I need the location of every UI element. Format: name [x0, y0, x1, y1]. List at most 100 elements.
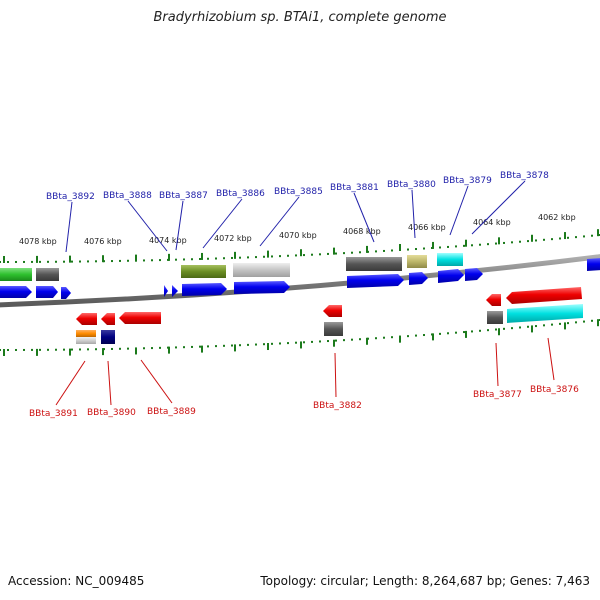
ruler-forward-strand: [0, 229, 600, 263]
ruler-dot: [311, 340, 313, 343]
ruler-dot: [295, 341, 297, 344]
ruler-dot: [151, 347, 153, 350]
ruler-dot: [95, 260, 97, 263]
gene-arrow-forward[interactable]: [465, 268, 483, 281]
ruler-dot: [119, 259, 121, 262]
ruler-dot: [119, 347, 121, 350]
ruler-tick: [201, 252, 203, 260]
gene-arrow-forward[interactable]: [409, 272, 428, 285]
ruler-dot: [63, 260, 65, 263]
gene-label-forward[interactable]: BBta_3879: [443, 176, 492, 186]
ruler-tick: [300, 249, 302, 257]
gene-label-forward[interactable]: BBta_3892: [46, 192, 95, 202]
gene-arrow-forward[interactable]: [587, 258, 600, 271]
ruler-dot: [263, 255, 265, 258]
ruler-dot: [415, 334, 417, 337]
gene-label-forward[interactable]: BBta_3878: [500, 171, 549, 181]
gene-arrow-forward[interactable]: [234, 281, 290, 294]
ruler-dot: [39, 260, 41, 263]
gene-arrow-forward[interactable]: [0, 286, 32, 298]
feature-block[interactable]: [0, 268, 32, 281]
gene-arrow-forward[interactable]: [36, 286, 58, 298]
gene-label-forward[interactable]: BBta_3887: [159, 191, 208, 201]
ruler-tick: [465, 330, 467, 338]
ruler-tick: [135, 254, 137, 262]
leader-line: [411, 189, 416, 239]
gene-label-reverse[interactable]: BBta_3882: [313, 401, 362, 411]
ruler-dot: [111, 260, 113, 263]
feature-block[interactable]: [346, 257, 402, 271]
ruler-dot: [215, 345, 217, 348]
feature-block[interactable]: [407, 255, 427, 268]
ruler-tick: [498, 328, 500, 336]
accession-text: Accession: NC_009485: [8, 574, 145, 588]
ruler-tick: [36, 255, 38, 263]
ruler-dot: [63, 348, 65, 351]
ruler-dot: [239, 344, 241, 347]
gene-arrow-forward[interactable]: [61, 287, 71, 299]
ruler-tick: [234, 251, 236, 259]
ruler-dot: [487, 329, 489, 332]
ruler-dot: [7, 348, 9, 351]
feature-block[interactable]: [437, 253, 463, 266]
gene-arrow-forward[interactable]: [347, 274, 404, 288]
feature-block[interactable]: [36, 268, 59, 281]
leader-line: [259, 196, 300, 247]
ruler-dot: [239, 256, 241, 259]
gene-arrow-reverse[interactable]: [101, 313, 115, 325]
gene-label-reverse[interactable]: BBta_3877: [473, 390, 522, 400]
ruler-dot: [359, 338, 361, 341]
ruler-tick: [597, 229, 599, 237]
gene-label-forward[interactable]: BBta_3881: [330, 183, 379, 193]
ruler-dot: [303, 254, 305, 257]
ruler-dot: [479, 243, 481, 246]
ruler-dot: [463, 244, 465, 247]
ruler-dot: [255, 256, 257, 259]
ruler-dot: [439, 246, 441, 249]
ruler-tick: [36, 348, 38, 356]
gene-arrow-reverse[interactable]: [486, 294, 501, 306]
feature-block[interactable]: [487, 311, 503, 324]
gene-arrow-forward[interactable]: [172, 285, 178, 297]
gene-arrow-forward[interactable]: [182, 283, 227, 296]
ruler-dot: [31, 348, 33, 351]
ruler-dot: [71, 260, 73, 263]
feature-block[interactable]: [101, 330, 115, 344]
ruler-dot: [207, 257, 209, 260]
ruler-dot: [343, 252, 345, 255]
ruler-tick: [168, 253, 170, 261]
gene-label-reverse[interactable]: BBta_3891: [29, 409, 78, 419]
ruler-dot: [591, 234, 593, 237]
gene-label-reverse[interactable]: BBta_3876: [530, 385, 579, 395]
ruler-dot: [351, 338, 353, 341]
gene-label-forward[interactable]: BBta_3880: [387, 180, 436, 190]
gene-arrow-reverse[interactable]: [119, 312, 161, 324]
gene-label-forward[interactable]: BBta_3885: [274, 187, 323, 197]
ruler-dot: [247, 343, 249, 346]
gene-label-forward[interactable]: BBta_3886: [216, 189, 265, 199]
feature-block[interactable]: [76, 330, 96, 337]
gene-arrow-reverse[interactable]: [323, 305, 342, 317]
ruler-tick: [432, 241, 434, 249]
gene-label-reverse[interactable]: BBta_3889: [147, 407, 196, 417]
gene-arrow-forward[interactable]: [438, 269, 464, 283]
ruler-dot: [23, 260, 25, 263]
gene-label-forward[interactable]: BBta_3888: [103, 191, 152, 201]
ruler-dot: [335, 252, 337, 255]
gene-arrow-reverse[interactable]: [506, 287, 582, 304]
ruler-dot: [583, 235, 585, 238]
gene-arrow-reverse[interactable]: [76, 313, 97, 325]
ruler-dot: [471, 244, 473, 247]
gene-arrow-forward[interactable]: [164, 285, 168, 297]
ruler-dot: [591, 319, 593, 322]
leader-line: [449, 185, 469, 236]
feature-block[interactable]: [507, 304, 583, 323]
gene-label-reverse[interactable]: BBta_3890: [87, 408, 136, 418]
feature-block[interactable]: [181, 265, 226, 278]
ruler-dot: [519, 326, 521, 329]
feature-block[interactable]: [233, 263, 290, 277]
feature-block[interactable]: [324, 322, 343, 336]
ruler-dot: [583, 320, 585, 323]
feature-block[interactable]: [76, 337, 96, 344]
